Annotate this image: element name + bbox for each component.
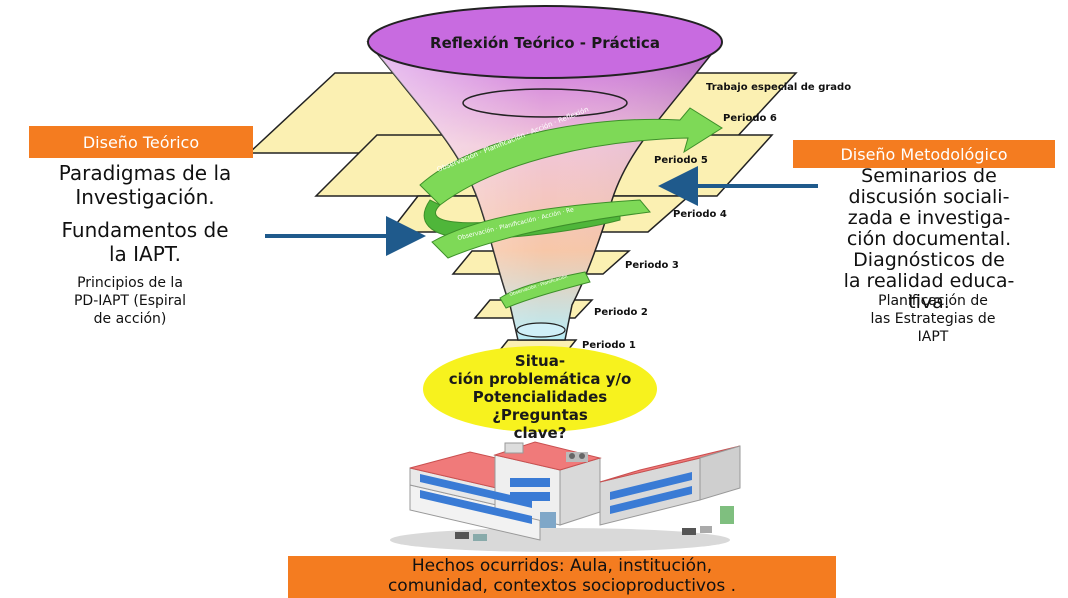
diseno-teorico-header: Diseño Teórico [29, 126, 253, 158]
periodo-4-label: Periodo 4 [673, 209, 727, 220]
right-line-3: zada e investiga- [847, 207, 1011, 229]
funnel-inner-rim [462, 88, 628, 118]
bottom-line-2: comunidad, contextos socioproductivos . [387, 576, 737, 596]
funnel-spout [516, 322, 566, 338]
periodo-1-label: Periodo 1 [582, 340, 636, 351]
left-small-1: Principios de la [77, 275, 183, 291]
left-line-4: la IAPT. [108, 242, 181, 266]
periodo-5-label: Periodo 5 [654, 155, 708, 166]
left-main-text: Paradigmas de la Investigación. [14, 161, 276, 209]
problem-ellipse [423, 346, 657, 432]
periodo-6-title: Trabajo especial de grado [706, 82, 851, 93]
right-small-1: Planificación de [878, 293, 988, 309]
left-principios-text: Principios de la PD-IAPT (Espiral de acc… [40, 274, 220, 328]
diseno-metodologico-header: Diseño Metodológico [793, 140, 1055, 168]
right-line-6: la realidad educa- [843, 270, 1015, 292]
problem-line-3: Potencialidades ¿Preguntas [472, 388, 608, 424]
right-small-3: IAPT [917, 329, 949, 345]
right-line-5: Diagnósticos de [853, 249, 1005, 271]
problem-line-2: ción problemática y/o [448, 370, 632, 388]
left-small-3: de acción) [93, 311, 167, 327]
problem-line-1: Situa- [514, 352, 566, 370]
spiral-band-upper [419, 107, 723, 206]
problem-ellipse-text: Situa- ción problemática y/o Potencialid… [423, 352, 657, 442]
funnel-top-rim [367, 5, 723, 79]
right-line-2: discusión sociali- [848, 186, 1010, 208]
right-main-text: Seminarios de discusión sociali- zada e … [798, 166, 1060, 313]
problem-line-4: clave? [513, 424, 567, 442]
left-line-3: Fundamentos de [61, 218, 229, 242]
right-line-1: Seminarios de [861, 165, 997, 187]
right-planificacion-text: Planificación de las Estrategias de IAPT [843, 292, 1023, 346]
spiral-band-middle [431, 199, 651, 259]
periodo-3-label: Periodo 3 [625, 260, 679, 271]
left-small-2: PD-IAPT (Espiral [73, 293, 187, 309]
top-label: Reflexión Teórico - Práctica [430, 34, 660, 52]
left-line-2: Investigación. [75, 185, 215, 209]
school-building-illustration [390, 441, 741, 552]
right-line-4: ción documental. [846, 228, 1012, 250]
right-line-7: tiva. [908, 291, 950, 313]
hechos-ocurridos-box: Hechos ocurridos: Aula, institución, com… [288, 556, 836, 598]
left-fundamentos-text: Fundamentos de la IAPT. [14, 218, 276, 266]
bottom-line-1: Hechos ocurridos: Aula, institución, [411, 556, 713, 576]
spiral-band-lower [499, 271, 591, 309]
right-small-2: las Estrategias de [870, 311, 996, 327]
periodo-6-title-line1: Trabajo especial de grado [706, 82, 851, 93]
left-line-1: Paradigmas de la [58, 161, 232, 185]
periodo-6-label: Periodo 6 [723, 113, 777, 124]
periodo-2-label: Periodo 2 [594, 307, 648, 318]
